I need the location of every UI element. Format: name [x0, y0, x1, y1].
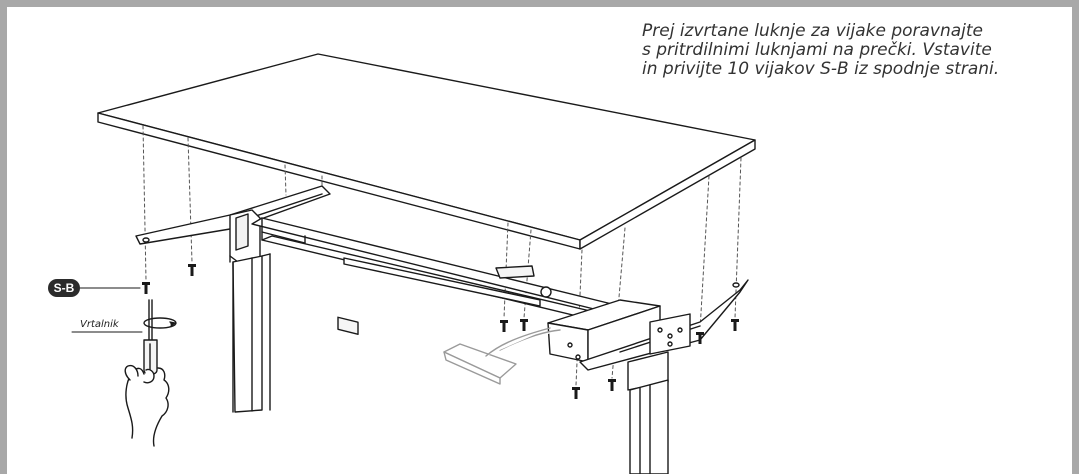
desk-top-panel — [97, 53, 756, 250]
screw — [188, 264, 196, 276]
control-box — [443, 327, 561, 385]
screw — [520, 319, 528, 331]
tool-label: Vrtalnik — [80, 319, 119, 330]
screw — [696, 332, 704, 344]
screw — [142, 282, 150, 294]
right-leg — [627, 351, 669, 474]
screwdriver-icon — [143, 299, 177, 376]
instruction-line: s pritrdilnimi luknjami na prečki. Vstav… — [642, 40, 992, 60]
hand-icon — [124, 364, 170, 447]
crossbar-frame — [251, 217, 621, 335]
instruction-line: in privijte 10 vijakov S-B iz spodnje st… — [642, 59, 1000, 79]
screws — [142, 264, 739, 399]
screw — [572, 387, 580, 399]
screw-badge: S-B — [48, 279, 80, 297]
instruction-text: Prej izvrtane luknje za vijake poravnajt… — [642, 22, 1062, 79]
screw — [608, 379, 616, 391]
right-beam-housing — [547, 299, 661, 363]
screw — [731, 319, 739, 331]
screw — [500, 320, 508, 332]
right-top-bracket — [579, 279, 749, 371]
instruction-line: Prej izvrtane luknje za vijake poravnajt… — [642, 21, 984, 41]
